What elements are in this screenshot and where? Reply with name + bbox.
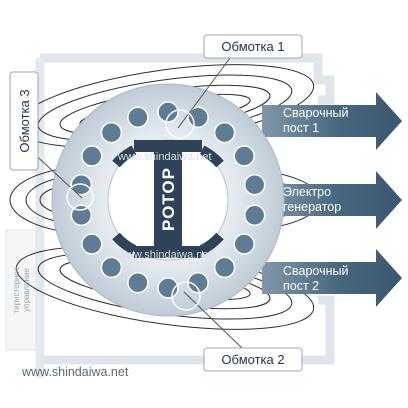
callout-winding-2: Обмотка 2 [171,281,303,372]
thyristor-control-line2: управление [22,268,31,312]
watermark-top: www.shindaiwa.net [117,151,212,163]
stator-slot [127,271,149,294]
thyristor-control: тиристорное управление [12,266,31,313]
stator-slot [243,173,266,196]
arrow-generator [262,171,402,229]
background-frame [5,53,335,378]
stator-slot [157,101,179,123]
welding-post-2-line1: Сварочный [283,264,349,278]
stator-slot [100,256,123,279]
winding-3-label: Обмотка 3 [17,89,32,152]
output-arrows [262,92,402,307]
winding-1-label: Обмотка 1 [221,39,284,54]
arrow-welding-post-1 [262,92,402,150]
stator-slot [81,233,103,255]
generator-line1: Электро [283,185,331,199]
thyristor-control-line1: тиристорное [12,266,21,313]
callout-winding-3: Обмотка 3 [9,71,94,211]
winding-2-label: Обмотка 2 [221,352,284,367]
stator-slots [70,101,266,299]
stator-slot [81,145,103,167]
watermarks: www.shindaiwa.net www.shindaiwa.net [117,151,212,261]
welding-post-1-line1: Сварочный [283,106,349,120]
rotor-label: РОТОР [159,167,178,231]
generator-line2: генератор [283,200,341,214]
arrow-welding-post-2 [262,249,402,307]
stator-slot [187,106,209,129]
welding-post-2-line2: пост 2 [283,279,319,293]
stator-slot [70,204,93,227]
stator-slot [233,233,255,255]
stator-slot [127,106,149,129]
rotor: РОТОР [112,140,224,258]
stator-slot [243,204,266,227]
stator-slot [213,256,236,279]
welding-post-1-line2: пост 1 [283,121,319,135]
stator-slot [213,121,236,144]
watermark-bottom: www.shindaiwa.net [117,249,212,261]
stator-slot [233,145,255,167]
site-url: www.shindaiwa.net [21,365,129,379]
callout-winding-1: Обмотка 1 [165,34,303,139]
stator-slot [100,121,123,144]
